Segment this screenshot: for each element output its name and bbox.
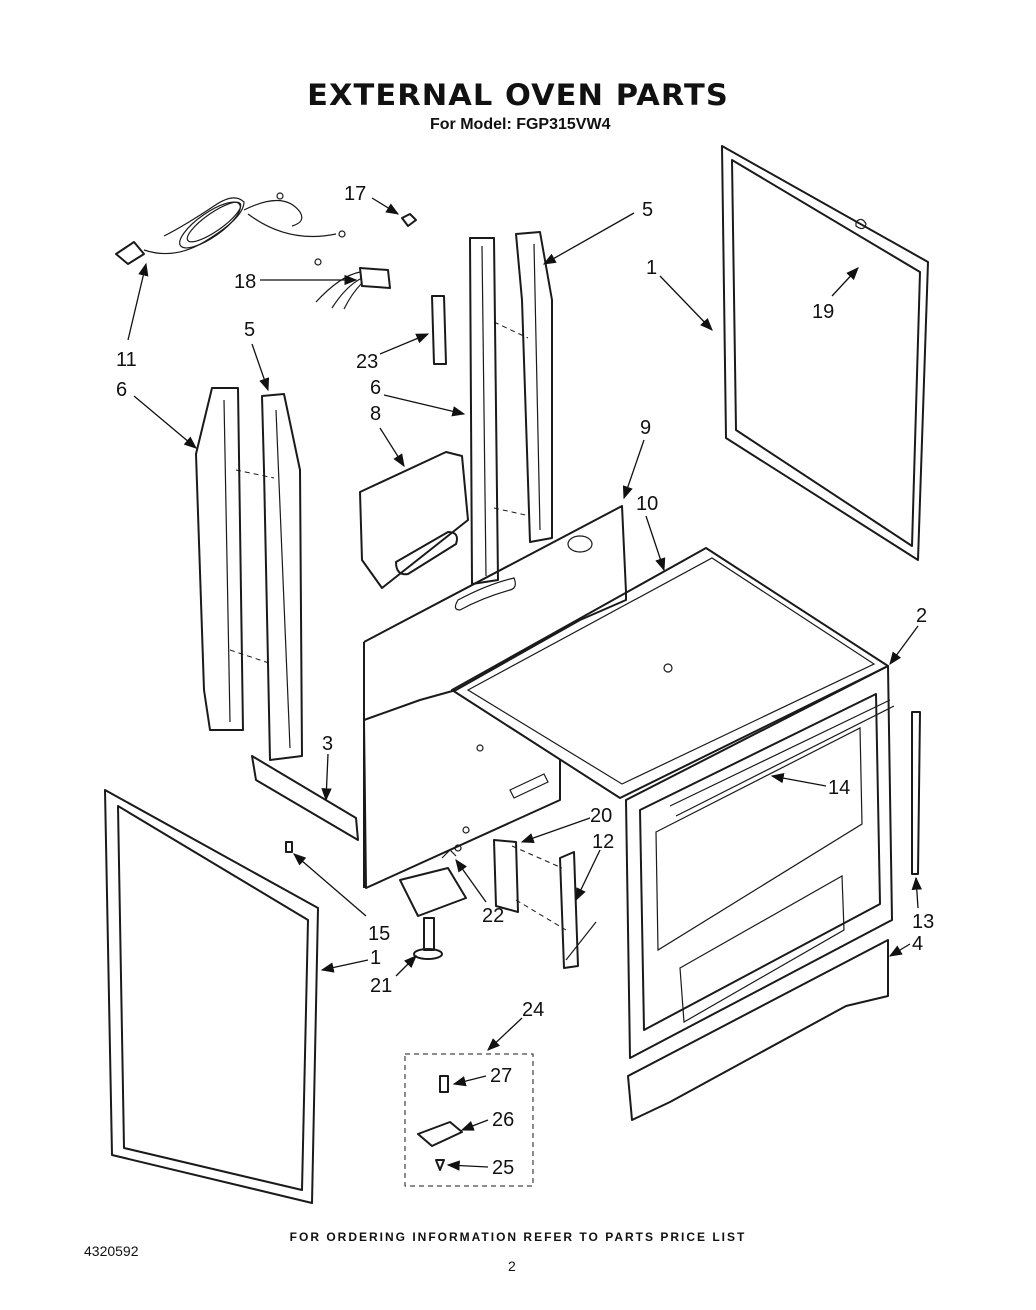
screw-17	[401, 213, 417, 227]
side-rail-left	[195, 387, 303, 761]
callout-19: 19	[812, 301, 834, 323]
callout-4: 4	[912, 933, 923, 955]
hinge-parts	[399, 839, 597, 969]
callout-26: 26	[492, 1109, 514, 1131]
page-title: EXTERNAL OVEN PARTS	[307, 78, 729, 112]
screw-15	[285, 841, 293, 853]
top-panel	[451, 547, 889, 799]
bracket-23	[431, 295, 447, 365]
callout-25: 25	[492, 1157, 514, 1179]
callout-17: 17	[344, 183, 366, 205]
power-cord	[115, 192, 346, 266]
leveling-screw	[413, 917, 443, 960]
callout-13: 13	[912, 911, 934, 933]
vent-cover	[359, 451, 469, 589]
callout-24: 24	[522, 999, 544, 1021]
callout-2: 2	[916, 605, 927, 627]
model-subtitle: For Model: FGP315VW4	[430, 116, 611, 133]
page-number: 2	[508, 1258, 516, 1274]
callout-18: 18	[234, 271, 256, 293]
callout-leaders	[127, 197, 922, 1171]
callout-1-upper: 1	[646, 257, 657, 279]
callout-27: 27	[490, 1065, 512, 1087]
callout-8: 8	[370, 403, 381, 425]
front-frame	[625, 665, 895, 1059]
callout-6-center: 6	[370, 377, 381, 399]
callout-11: 11	[116, 349, 137, 371]
document-number: 4320592	[84, 1243, 139, 1259]
callout-14: 14	[828, 777, 850, 799]
wire-harness	[315, 267, 391, 310]
callout-22: 22	[482, 905, 504, 927]
callout-3: 3	[322, 733, 333, 755]
back-panel	[363, 505, 627, 889]
callout-20: 20	[590, 805, 612, 827]
callout-23: 23	[356, 351, 378, 373]
kit-24-box	[404, 1053, 534, 1187]
ordering-info-footer: FOR ORDERING INFORMATION REFER TO PARTS …	[289, 1230, 747, 1244]
callout-5-upper: 5	[642, 199, 653, 221]
side-panel-right	[721, 145, 929, 561]
callout-5-left: 5	[244, 319, 255, 341]
side-rail-center	[469, 231, 553, 585]
callout-12: 12	[592, 831, 614, 853]
callout-10: 10	[636, 493, 658, 515]
bottom-bracket	[251, 755, 359, 841]
callout-21: 21	[370, 975, 392, 997]
callout-9: 9	[640, 417, 651, 439]
side-panel-left	[104, 789, 319, 1204]
trim-strip	[911, 711, 921, 875]
callout-1-lower: 1	[370, 947, 381, 969]
callout-6-left: 6	[116, 379, 127, 401]
callout-15: 15	[368, 923, 390, 945]
kick-panel	[627, 939, 889, 1121]
